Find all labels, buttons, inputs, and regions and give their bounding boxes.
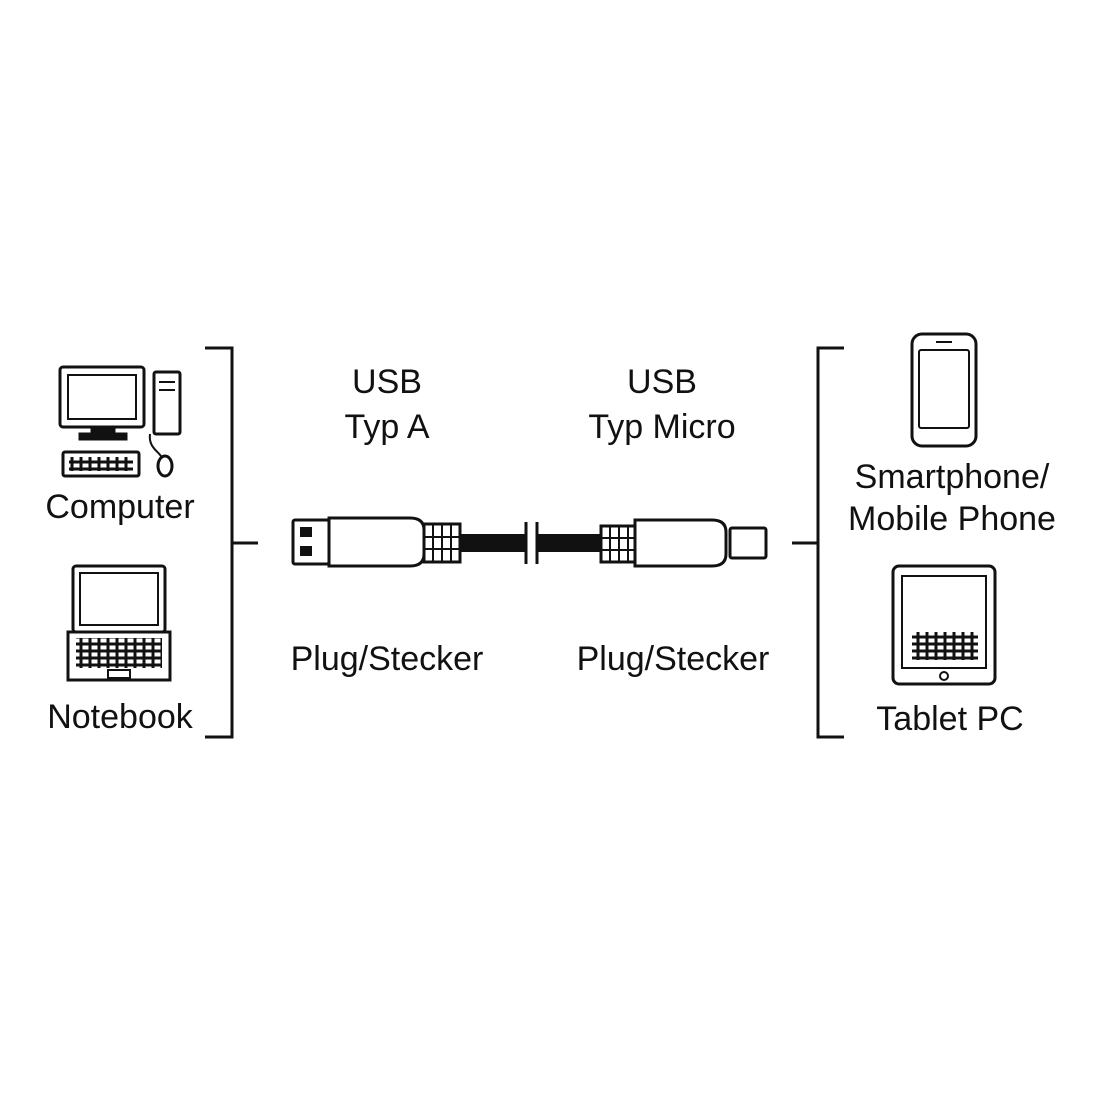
- usb-micro-plug-icon: [599, 518, 768, 568]
- desktop-computer-icon: [58, 365, 182, 478]
- left-bracket: [205, 346, 258, 739]
- connector-b-plug-label: Plug/Stecker: [577, 640, 770, 678]
- computer-label: Computer: [45, 488, 194, 526]
- notebook-label: Notebook: [47, 698, 194, 736]
- connector-a-title-line1: USB: [352, 363, 422, 401]
- smartphone-label-line1: Smartphone/: [855, 458, 1050, 496]
- right-bracket: [792, 346, 844, 739]
- connector-a-plug-label: Plug/Stecker: [291, 640, 484, 678]
- usb-type-a-plug-icon: [291, 516, 462, 568]
- tablet-label: Tablet PC: [876, 700, 1023, 738]
- cable: [460, 522, 601, 564]
- connector-b-title-line2: Typ Micro: [588, 408, 735, 446]
- smartphone-label-line2: Mobile Phone: [848, 500, 1056, 538]
- connector-b-title-line1: USB: [627, 363, 697, 401]
- connector-a-title-line2: Typ A: [344, 408, 429, 446]
- tablet-icon: [891, 564, 997, 686]
- laptop-icon: [66, 564, 172, 682]
- smartphone-icon: [910, 332, 978, 448]
